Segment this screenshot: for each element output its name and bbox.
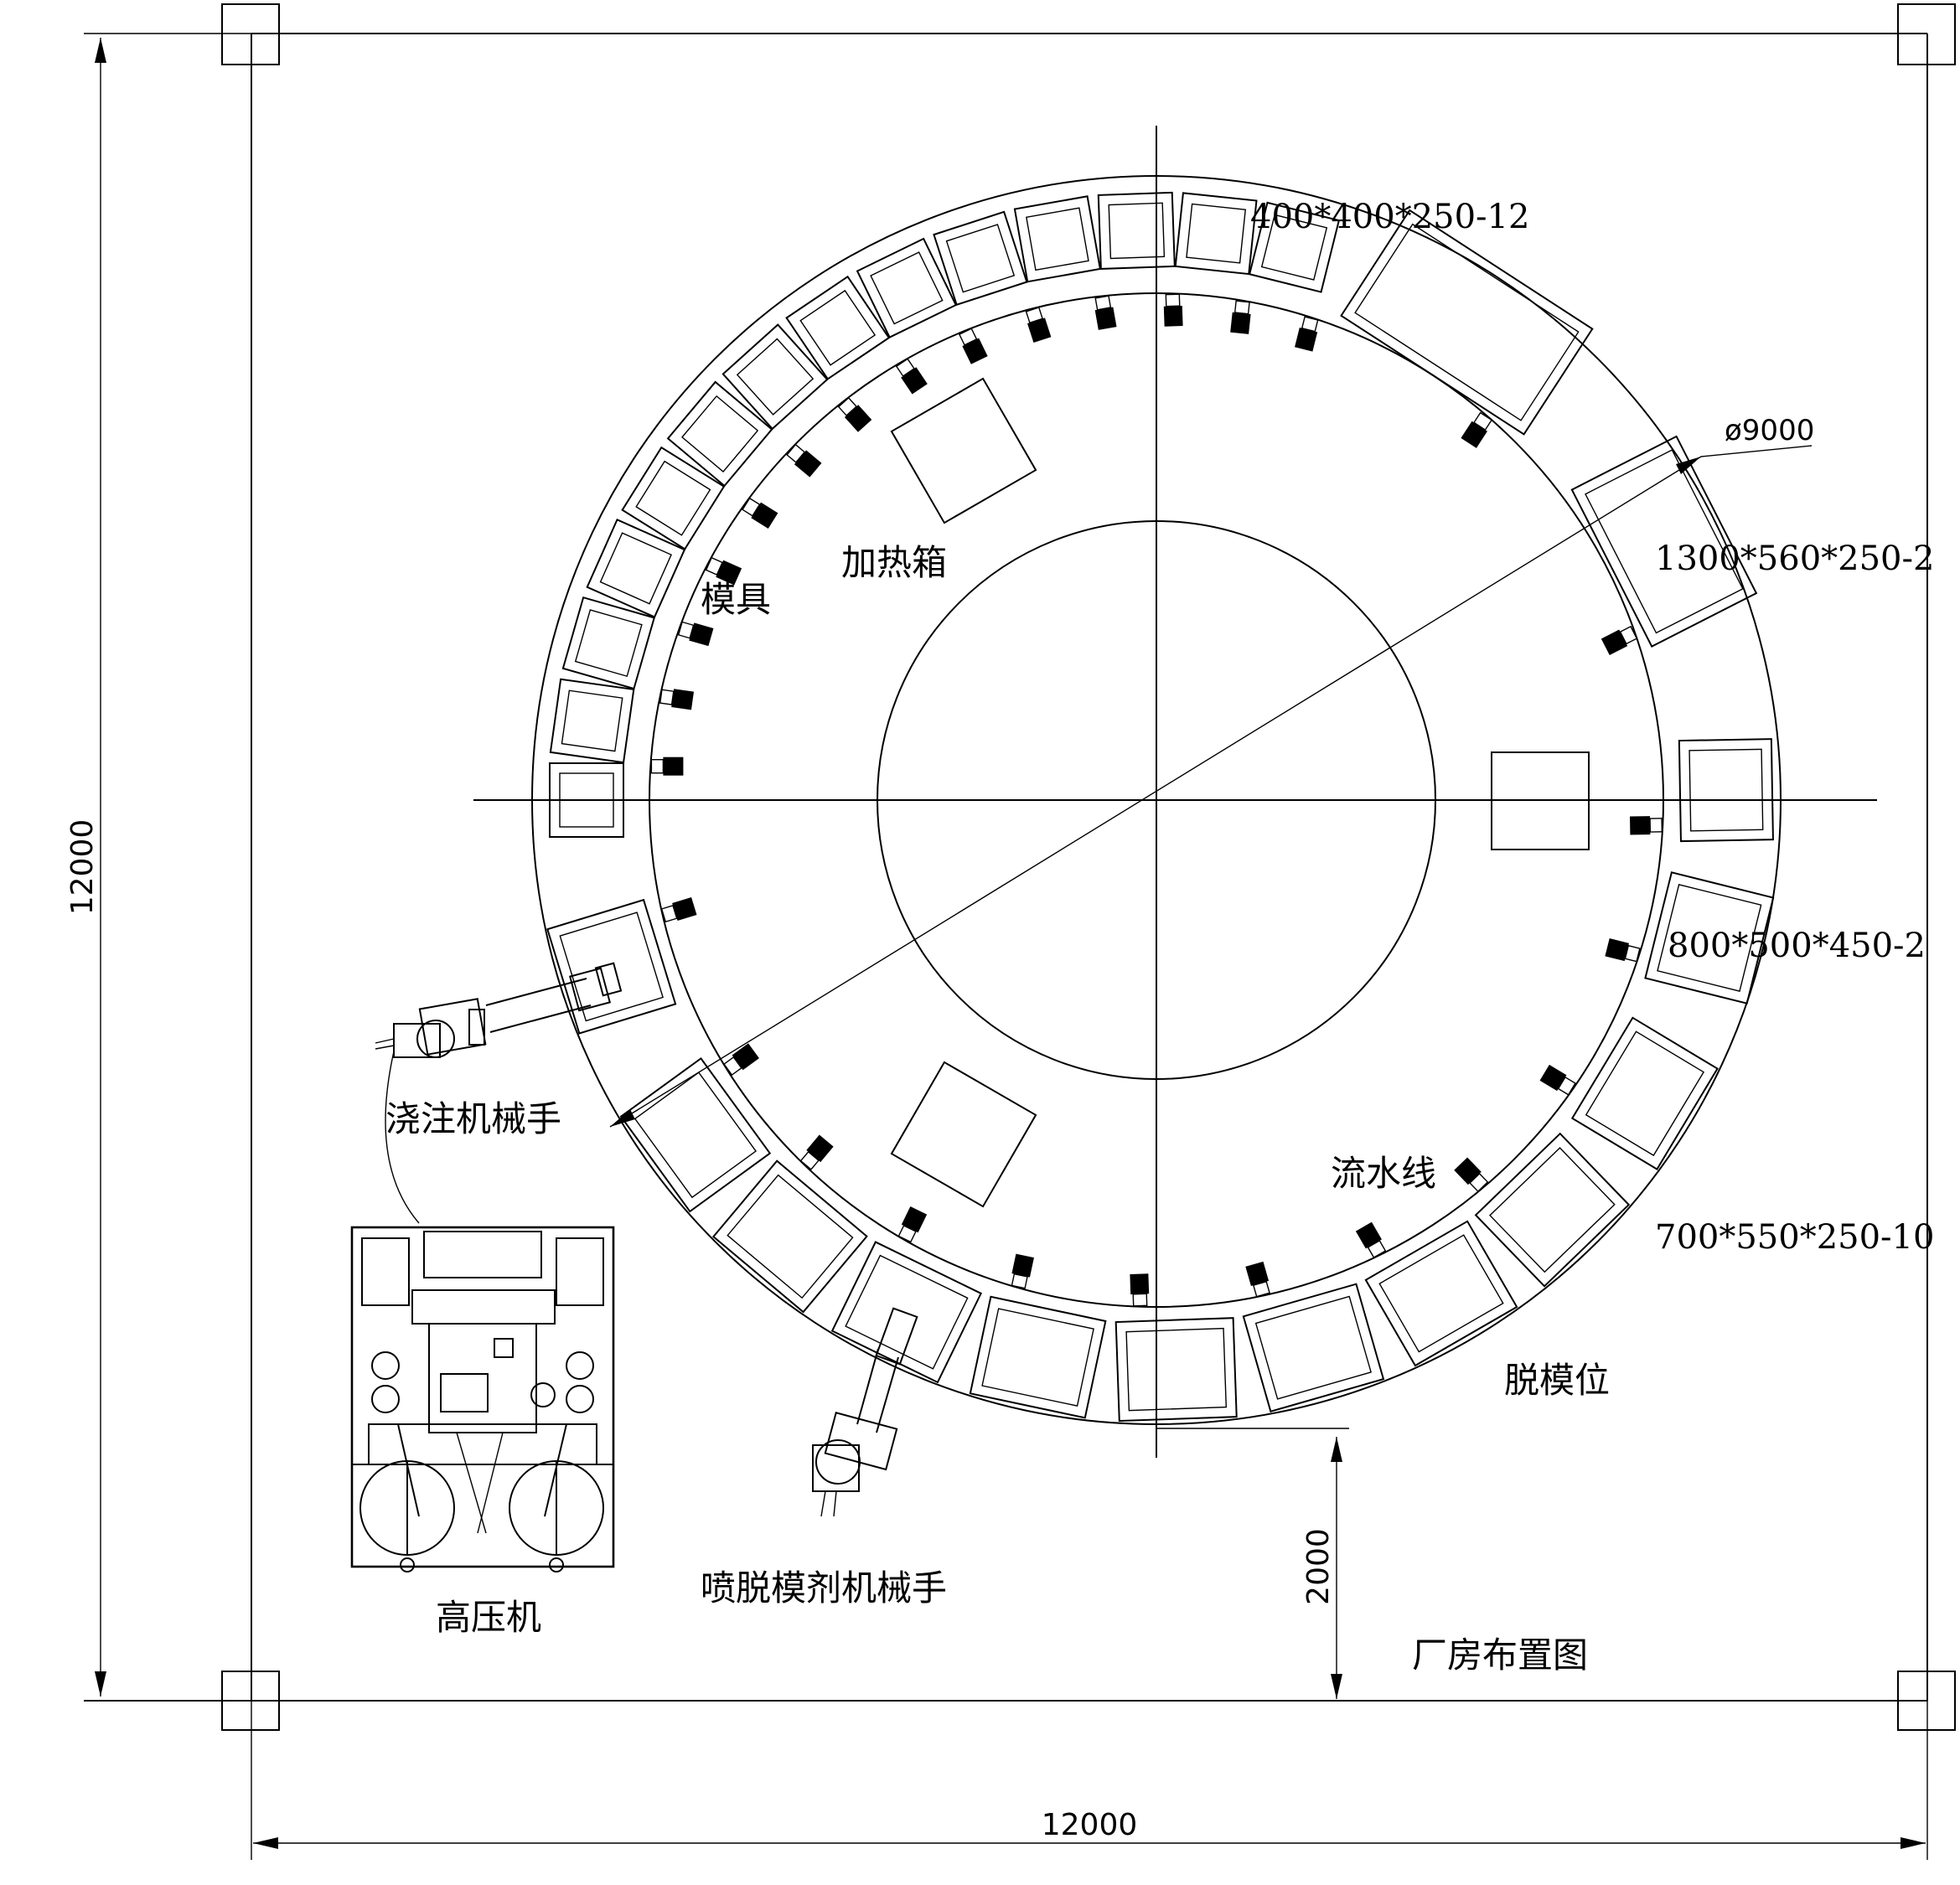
mold-clamp-25 xyxy=(897,1206,928,1243)
mold-ring xyxy=(546,191,1775,1423)
mold-19 xyxy=(1570,1016,1719,1170)
mold-9 xyxy=(856,237,958,338)
diameter-dimension-label: ø9000 xyxy=(1725,414,1814,447)
spray-robot-label: 喷脱模剂机械手 xyxy=(701,1567,947,1609)
height-dimension: 12000 xyxy=(65,33,251,1696)
mold-3 xyxy=(561,596,655,690)
mold-clamp-3 xyxy=(677,621,714,647)
width-dimension-label: 12000 xyxy=(1042,1808,1138,1842)
mold-clamp-8 xyxy=(895,358,928,395)
mold-clamp-2 xyxy=(659,689,695,710)
high-pressure-machine-label: 高压机 xyxy=(436,1597,541,1638)
mold-21 xyxy=(1364,1220,1518,1367)
mold-clamp-21 xyxy=(1355,1221,1387,1258)
mold-25 xyxy=(830,1241,983,1384)
mold-clamp-5 xyxy=(742,497,778,529)
height-dimension-label: 12000 xyxy=(65,819,100,916)
heating-boxes xyxy=(890,377,1590,1208)
building-frame xyxy=(84,3,1956,1860)
mold-7 xyxy=(721,323,829,431)
mold-12 xyxy=(1097,191,1176,270)
spec-medium-mold: 800*500*450-2 xyxy=(1668,927,1926,965)
mold-clamp-7 xyxy=(837,396,872,432)
mold-clamp-26 xyxy=(799,1134,834,1170)
heating-box-label: 加热箱 xyxy=(841,542,947,583)
mold-clamp-11 xyxy=(1094,295,1117,330)
mold-clamp-15 xyxy=(1461,411,1493,448)
mold-1 xyxy=(549,762,624,838)
mold-6 xyxy=(666,380,773,488)
mold-clamp-10 xyxy=(1025,307,1052,343)
heating-box-top xyxy=(890,377,1037,524)
mold-23 xyxy=(1114,1317,1238,1423)
spec-standard-mold: 700*550*250-10 xyxy=(1655,1218,1934,1257)
heating-box-bottom xyxy=(890,1061,1037,1208)
spec-small-mold: 400*400*250-12 xyxy=(1250,198,1529,236)
mold-clamp-9 xyxy=(958,328,988,364)
mold-clamp-27 xyxy=(723,1043,759,1077)
mold-10 xyxy=(933,210,1028,307)
mold-20 xyxy=(1474,1132,1631,1288)
mold-4 xyxy=(586,518,686,618)
mold-clamp-22 xyxy=(1245,1261,1270,1298)
spec-large-mold: 1300*560*250-2 xyxy=(1655,540,1934,578)
mold-5 xyxy=(621,446,726,550)
spray-robot xyxy=(812,1307,918,1517)
mold-18 xyxy=(1644,871,1775,1004)
mold-17 xyxy=(1678,738,1774,843)
offset-dimension-label: 2000 xyxy=(1301,1528,1336,1605)
mold-clamp-17 xyxy=(1630,816,1663,835)
pouring-robot xyxy=(375,962,623,1224)
mold-15 xyxy=(1340,209,1594,436)
mold-clamp-23 xyxy=(1130,1273,1150,1307)
mold-26 xyxy=(711,1159,868,1314)
mold-clamp-12 xyxy=(1163,293,1183,327)
mold-11 xyxy=(1013,195,1102,283)
demold-station-label: 脱模位 xyxy=(1504,1360,1610,1401)
heating-box-right xyxy=(1491,751,1590,850)
mold-clamp-24 xyxy=(1011,1253,1034,1289)
mold-clamp-20 xyxy=(1454,1157,1489,1193)
mold-13 xyxy=(1174,192,1258,276)
mold-24 xyxy=(969,1295,1107,1419)
mold-clamp-4 xyxy=(705,556,742,586)
high-pressure-machine xyxy=(350,1226,615,1573)
mold-clamp-6 xyxy=(786,443,822,478)
layout-title: 厂房布置图 xyxy=(1412,1635,1588,1676)
mold-clamp-13 xyxy=(1230,300,1251,334)
mold-clamp-18 xyxy=(1605,938,1641,963)
mold-2 xyxy=(549,678,635,764)
mold-16 xyxy=(1570,435,1758,648)
mold-22 xyxy=(1242,1283,1385,1412)
mold-label: 模具 xyxy=(701,579,771,620)
production-line-label: 流水线 xyxy=(1331,1153,1436,1194)
mold-28 xyxy=(546,898,677,1035)
mold-8 xyxy=(785,275,891,380)
mold-27 xyxy=(619,1056,772,1213)
offset-dimension: 2000 xyxy=(1156,1428,1349,1699)
mold-clamp-28 xyxy=(660,896,697,923)
mold-clamp-16 xyxy=(1601,625,1638,656)
width-dimension: 12000 xyxy=(253,1808,1926,1849)
mold-14 xyxy=(1248,201,1341,293)
turntable: ø9000 xyxy=(473,126,1877,1458)
mold-clamp-1 xyxy=(650,757,684,776)
pouring-robot-label: 浇注机械手 xyxy=(385,1098,561,1139)
mold-clamp-19 xyxy=(1539,1064,1576,1096)
mold-clamp-14 xyxy=(1295,316,1319,352)
